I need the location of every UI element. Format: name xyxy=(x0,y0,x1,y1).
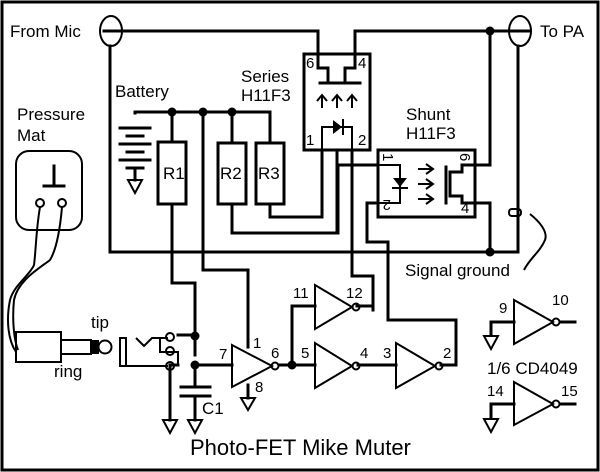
ground-icon xyxy=(126,179,144,196)
pressure-mat: Pressure Mat xyxy=(7,105,85,353)
ic-part-label: 1/6 CD4049 xyxy=(487,359,578,378)
phone-jack xyxy=(119,332,179,371)
series-pin-1: 1 xyxy=(306,132,314,149)
inv-e-pin-in: 14 xyxy=(487,383,504,400)
from-mic-label: From Mic xyxy=(10,22,81,41)
shunt-pin-4: 4 xyxy=(461,200,469,217)
inv-c-pin-in: 3 xyxy=(383,345,391,362)
tip-label: tip xyxy=(91,313,109,332)
ground-icon xyxy=(482,335,500,352)
junction-dots xyxy=(167,26,495,370)
capacitor-c1: C1 xyxy=(179,385,224,418)
resistor-r3: R3 xyxy=(254,141,286,206)
pressure-mat-label-1: Pressure xyxy=(17,105,85,124)
signal-ground-pointer xyxy=(523,213,547,271)
buffer-pin-vss: 8 xyxy=(255,379,263,396)
inv-d-pin-in: 9 xyxy=(499,300,507,317)
inv-c-pin-out: 2 xyxy=(443,345,451,362)
r3-label: R3 xyxy=(258,164,280,183)
pressure-mat-label-2: Mat xyxy=(17,126,46,145)
resistor-r1: R1 xyxy=(156,140,188,206)
inv-a-pin-out: 12 xyxy=(346,285,363,302)
inv-d-pin-out: 10 xyxy=(552,292,569,309)
shunt-pin-1: 1 xyxy=(379,153,396,161)
shunt-label-1: Shunt xyxy=(406,105,451,124)
light-arrows-icon xyxy=(418,163,435,205)
battery-label: Battery xyxy=(115,82,169,101)
c1-label: C1 xyxy=(202,399,224,418)
ground-icon xyxy=(482,418,500,435)
inverter-e: 14 15 xyxy=(482,380,578,435)
diagram-title: Photo-FET Mike Muter xyxy=(190,435,411,460)
shunt-label-2: H11F3 xyxy=(406,124,456,143)
signal-ground-label: Signal ground xyxy=(405,261,510,280)
r2-label: R2 xyxy=(220,164,242,183)
light-arrows-icon xyxy=(316,93,358,108)
ground-icon xyxy=(239,397,257,412)
series-pin-2: 2 xyxy=(358,132,366,149)
shunt-h11f3: Shunt H11F3 1 2 6 4 xyxy=(376,105,477,219)
series-label-1: Series xyxy=(241,67,289,86)
shunt-pin-2: 2 xyxy=(383,196,391,213)
battery: Battery xyxy=(115,82,169,196)
ground-icon xyxy=(161,419,179,436)
inverter-d: 9 10 xyxy=(482,292,577,352)
ground-icon xyxy=(186,419,204,436)
resistor-r2: R2 xyxy=(216,141,248,206)
inv-e-pin-out: 15 xyxy=(561,383,578,400)
inv-b-pin-out: 4 xyxy=(360,345,368,362)
r1-label: R1 xyxy=(163,164,185,183)
to-pa-label: To PA xyxy=(540,22,585,41)
buffer-gate: 7 1 6 8 xyxy=(219,335,280,412)
inverter-c: 3 2 xyxy=(383,341,451,390)
inv-b-pin-in: 5 xyxy=(301,345,309,362)
shield-clip-icon xyxy=(508,208,522,217)
inverter-a: 11 12 xyxy=(293,283,363,331)
series-pin-6: 6 xyxy=(306,55,314,72)
series-h11f3: Series H11F3 6 4 1 2 xyxy=(241,52,372,152)
led-icon xyxy=(393,178,407,187)
buffer-pin-vdd: 1 xyxy=(253,335,261,352)
series-pin-4: 4 xyxy=(358,55,366,72)
series-label-2: H11F3 xyxy=(241,86,291,105)
buffer-pin-in: 7 xyxy=(219,346,227,363)
inv-a-pin-in: 11 xyxy=(293,285,309,302)
led-icon xyxy=(333,120,342,134)
phone-plug: tip ring xyxy=(15,313,113,381)
shunt-pin-6: 6 xyxy=(456,153,473,161)
buffer-pin-out: 6 xyxy=(271,345,279,362)
ring-label: ring xyxy=(54,362,82,381)
inverter-b: 5 4 xyxy=(301,341,368,390)
